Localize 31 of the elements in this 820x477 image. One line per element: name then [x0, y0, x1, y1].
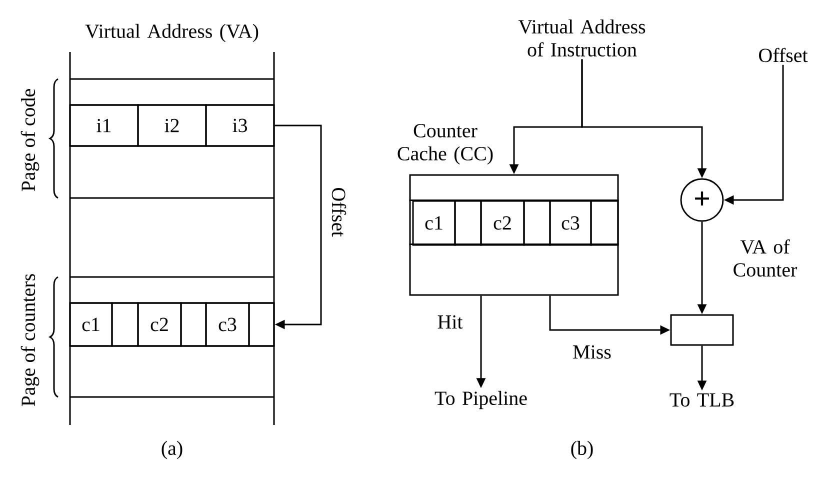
panel-label: (b)	[571, 440, 593, 460]
empty-cell	[454, 200, 482, 246]
memory-cell: i2	[137, 104, 207, 147]
memory-cell: c1	[69, 302, 113, 347]
column-heading: Virtual Address (VA)	[85, 24, 258, 42]
brace-label: Page of code	[20, 89, 40, 192]
empty-cell	[248, 302, 275, 347]
signal-label: To TLB	[670, 393, 734, 407]
arrow	[274, 124, 322, 330]
edge-label: Hit	[438, 315, 463, 329]
edge-label: Offset	[332, 188, 346, 237]
memory-cell: c3	[205, 302, 250, 347]
signal-label: To Pipeline	[434, 390, 527, 410]
memory-cell: c3	[549, 200, 592, 246]
memory-cell: c2	[480, 200, 525, 246]
panel-label: (a)	[162, 440, 182, 460]
memory-cell: i1	[69, 104, 139, 147]
empty-cell	[180, 302, 207, 347]
memory-cell: i3	[205, 104, 275, 147]
empty-cell	[111, 302, 139, 347]
edge-label: Miss	[573, 345, 611, 359]
selector-box	[670, 314, 734, 346]
memory-cell: c1	[412, 200, 456, 246]
empty-cell	[523, 200, 551, 246]
brace-label: Page of counters	[20, 274, 40, 406]
signal-label: Virtual Address of Instruction	[518, 19, 646, 57]
memory-cell: c2	[137, 302, 182, 347]
empty-cell	[590, 200, 619, 246]
edge-label: VA of Counter	[734, 239, 798, 277]
signal-label: Offset	[759, 48, 808, 62]
box-heading: Counter Cache (CC)	[398, 124, 493, 164]
